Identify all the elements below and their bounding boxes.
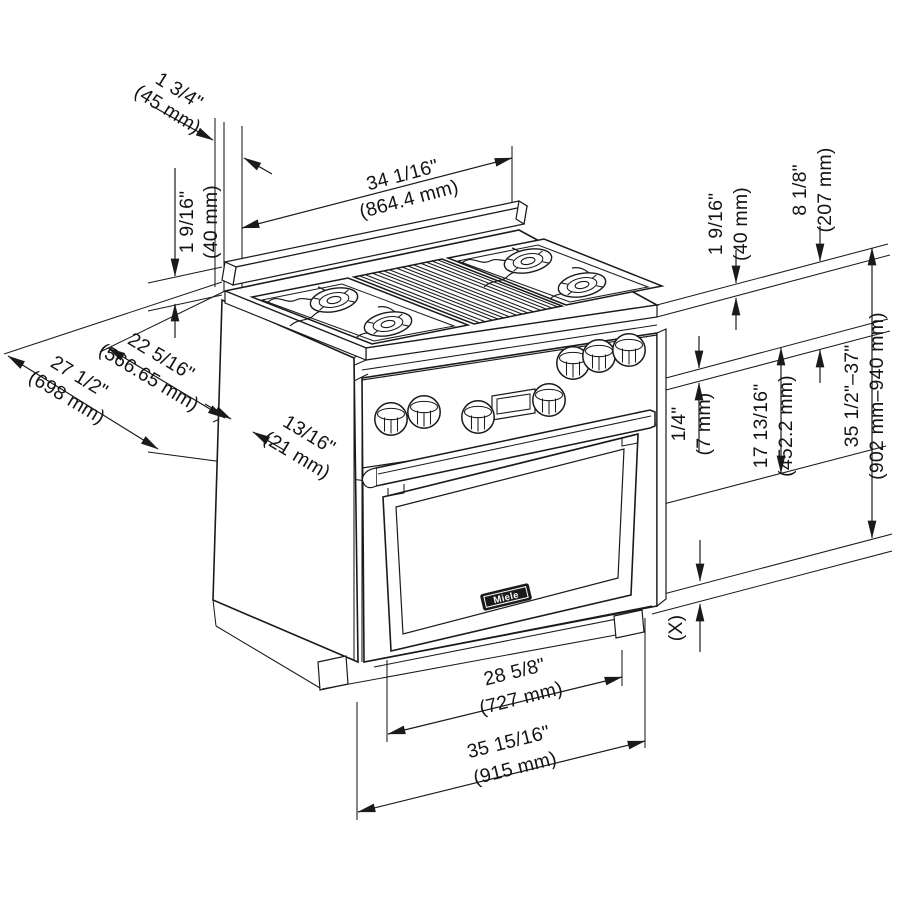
brand-badge: Miele [480,583,532,611]
oven-door-handle [361,409,656,497]
left-burner-grate [249,277,471,345]
left-side-panel [212,298,359,664]
dim-total-width: 35 15/16" (915 mm) [357,721,646,813]
dim-rail-height-right-inch: 1 9/16" [705,193,727,256]
dim-rail-depth: 1 3/4" (45 mm) [130,68,273,175]
dim-backguard-height: 8 1/8" (207 mm) [789,147,836,383]
right-foot [613,609,645,639]
dim-adjustable-height: (X) [665,540,705,652]
dim-rail-height-left-mm: (40 mm) [200,185,222,259]
right-burner-grate [445,238,665,306]
dim-counter-height: 35 1/2"–37" (902 mm–940 mm) [841,247,888,539]
base-plinth [212,599,653,691]
dim-panel-gap: 1/4" (7 mm) [668,336,715,455]
dim-panel-gap-mm: (7 mm) [693,393,715,456]
right-edge [656,328,667,608]
dim-panel-gap-inch: 1/4" [668,407,690,442]
dim-door-height-inch: 17 13/16" [750,384,772,469]
dim-counter-height-mm: (902 mm–940 mm) [866,312,888,480]
dim-cooktop-depth: 22 5/16" (566.65 mm) [95,328,226,419]
dim-backguard-height-inch: 8 1/8" [789,164,811,216]
dim-rail-height-left-inch: 1 9/16" [176,191,198,254]
oven-door: Miele [382,432,639,652]
dim-adjustable-height-label: (X) [665,615,687,642]
dim-rail-height-left: 1 9/16" (40 mm) [170,168,222,338]
dim-backguard-height-mm: (207 mm) [814,147,836,232]
dim-rail-height-right-mm: (40 mm) [730,187,752,261]
front-face [361,332,658,663]
dim-door-height: 17 13/16" (452.2 mm) [750,347,797,477]
center-grill [351,258,565,325]
dim-rail-height-right: 1 9/16" (40 mm) [705,187,752,330]
dim-counter-height-inch: 35 1/2"–37" [841,345,863,448]
dim-door-width: 28 5/8" (727 mm) [387,654,623,735]
dim-door-height-mm: (452.2 mm) [775,375,797,477]
